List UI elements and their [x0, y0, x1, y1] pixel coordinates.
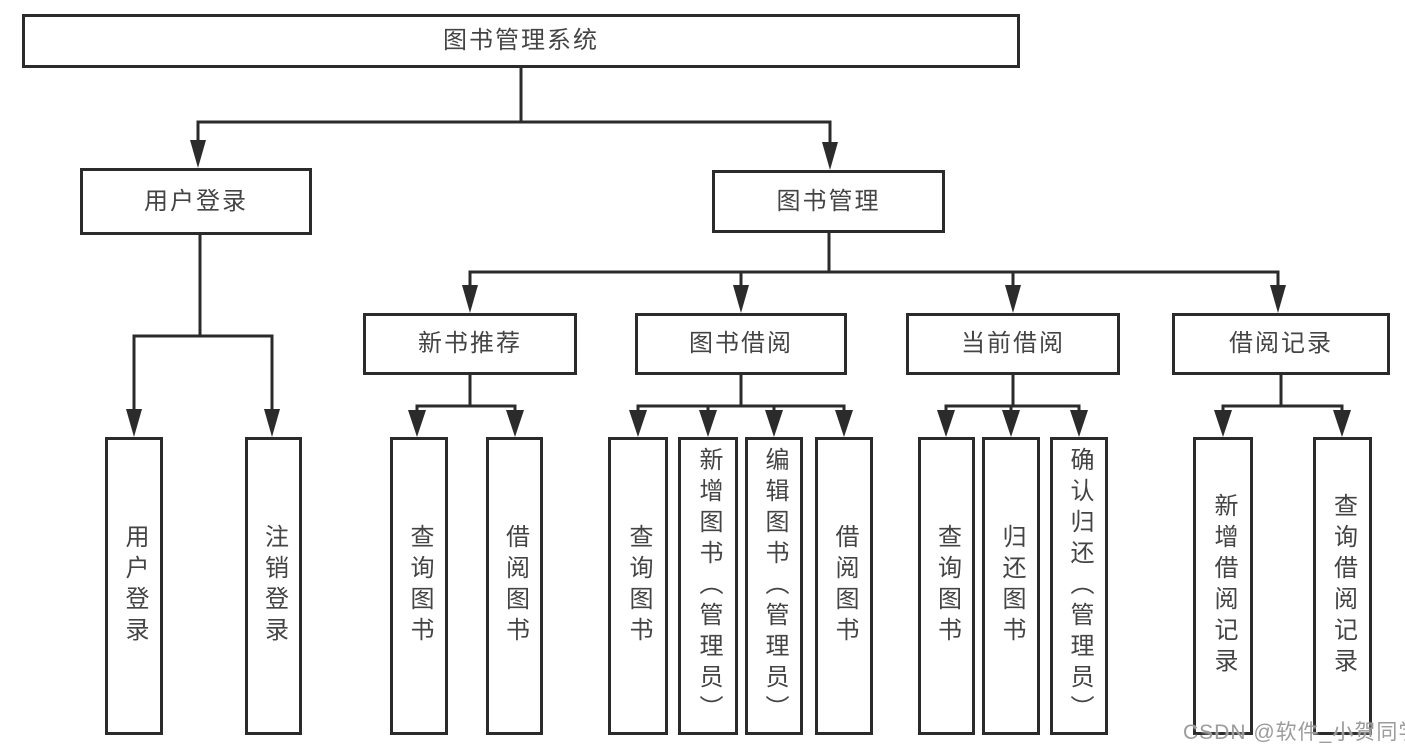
node-current-borrow: 当前借阅 — [906, 313, 1120, 375]
node-borrow-books-recommend: 借阅图书 — [486, 437, 543, 735]
watermark: CSDN @软件_小贺同学 — [1183, 721, 1405, 744]
node-query-borrow-record: 查询借阅记录 — [1313, 437, 1372, 735]
node-user-login-leaf: 用户登录 — [105, 437, 163, 735]
node-user-login: 用户登录 — [80, 168, 312, 235]
node-borrow-books-leaf: 借阅图书 — [815, 437, 873, 735]
node-add-borrow-record: 新增借阅记录 — [1193, 437, 1253, 735]
node-return-book: 归还图书 — [982, 437, 1040, 735]
node-add-book-admin: 新增图书（管理员） — [678, 437, 738, 735]
node-book-borrow: 图书借阅 — [635, 313, 847, 375]
node-new-book-recommend: 新书推荐 — [363, 313, 577, 375]
node-edit-book-admin: 编辑图书（管理员） — [745, 437, 803, 735]
node-logout: 注销登录 — [245, 437, 302, 735]
node-query-books-current: 查询图书 — [918, 437, 975, 735]
node-book-management: 图书管理 — [712, 170, 945, 233]
node-library-system: 图书管理系统 — [22, 14, 1020, 68]
node-confirm-return-admin: 确认归还（管理员） — [1050, 437, 1108, 735]
node-query-books-recommend: 查询图书 — [390, 437, 448, 735]
node-query-books-borrow: 查询图书 — [608, 437, 668, 735]
node-borrow-records: 借阅记录 — [1172, 313, 1390, 375]
